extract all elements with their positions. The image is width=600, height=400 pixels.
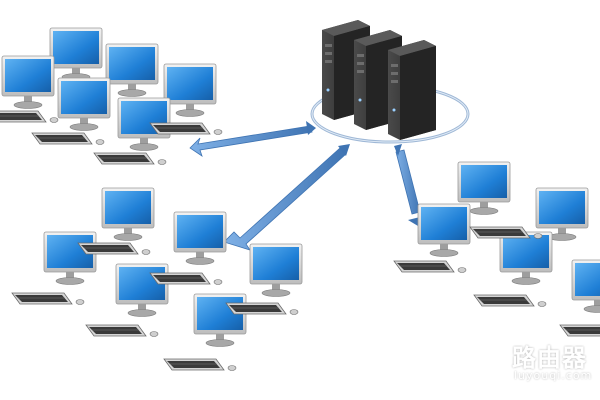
keyboard-icon (31, 132, 105, 145)
monitor-icon (417, 203, 471, 257)
monitor-icon (173, 211, 227, 265)
monitor-icon (499, 231, 553, 285)
connection-arrows (189, 121, 424, 251)
keyboard-icon (225, 302, 299, 315)
keyboard-icon (149, 122, 223, 135)
keyboard-icon (11, 292, 85, 305)
keyboard-icon (93, 152, 167, 165)
workstation-group-right (393, 161, 600, 337)
router-logo-icon (460, 338, 508, 386)
watermark-url: luyouqi.com (514, 369, 593, 382)
arrow-icon (189, 121, 316, 157)
monitor-icon (105, 43, 159, 97)
keyboard-icon (149, 272, 223, 285)
monitor-icon (57, 77, 111, 131)
monitor-icon (49, 27, 103, 81)
keyboard-icon (77, 242, 151, 255)
keyboard-icon (473, 294, 547, 307)
workstation-group-top-left (0, 27, 223, 165)
monitor-icon (101, 187, 155, 241)
monitor-icon (163, 63, 217, 117)
keyboard-icon (0, 110, 59, 123)
monitor-icon (115, 263, 169, 317)
arrow-icon (223, 144, 350, 251)
keyboard-icon (393, 260, 467, 273)
watermark: 路由器 luyouqi.com (458, 336, 598, 392)
keyboard-icon (85, 324, 159, 337)
monitor-icon (43, 231, 97, 285)
keyboard-icon (163, 358, 237, 371)
monitor-icon (571, 259, 600, 313)
watermark-title: 路由器 (512, 344, 587, 372)
server-icon (388, 40, 436, 140)
monitor-icon (193, 293, 247, 347)
server-cluster (322, 20, 436, 140)
monitor-icon (1, 55, 55, 109)
monitor-icon (249, 243, 303, 297)
workstation-group-bottom-left (11, 187, 303, 371)
keyboard-icon (559, 324, 600, 337)
